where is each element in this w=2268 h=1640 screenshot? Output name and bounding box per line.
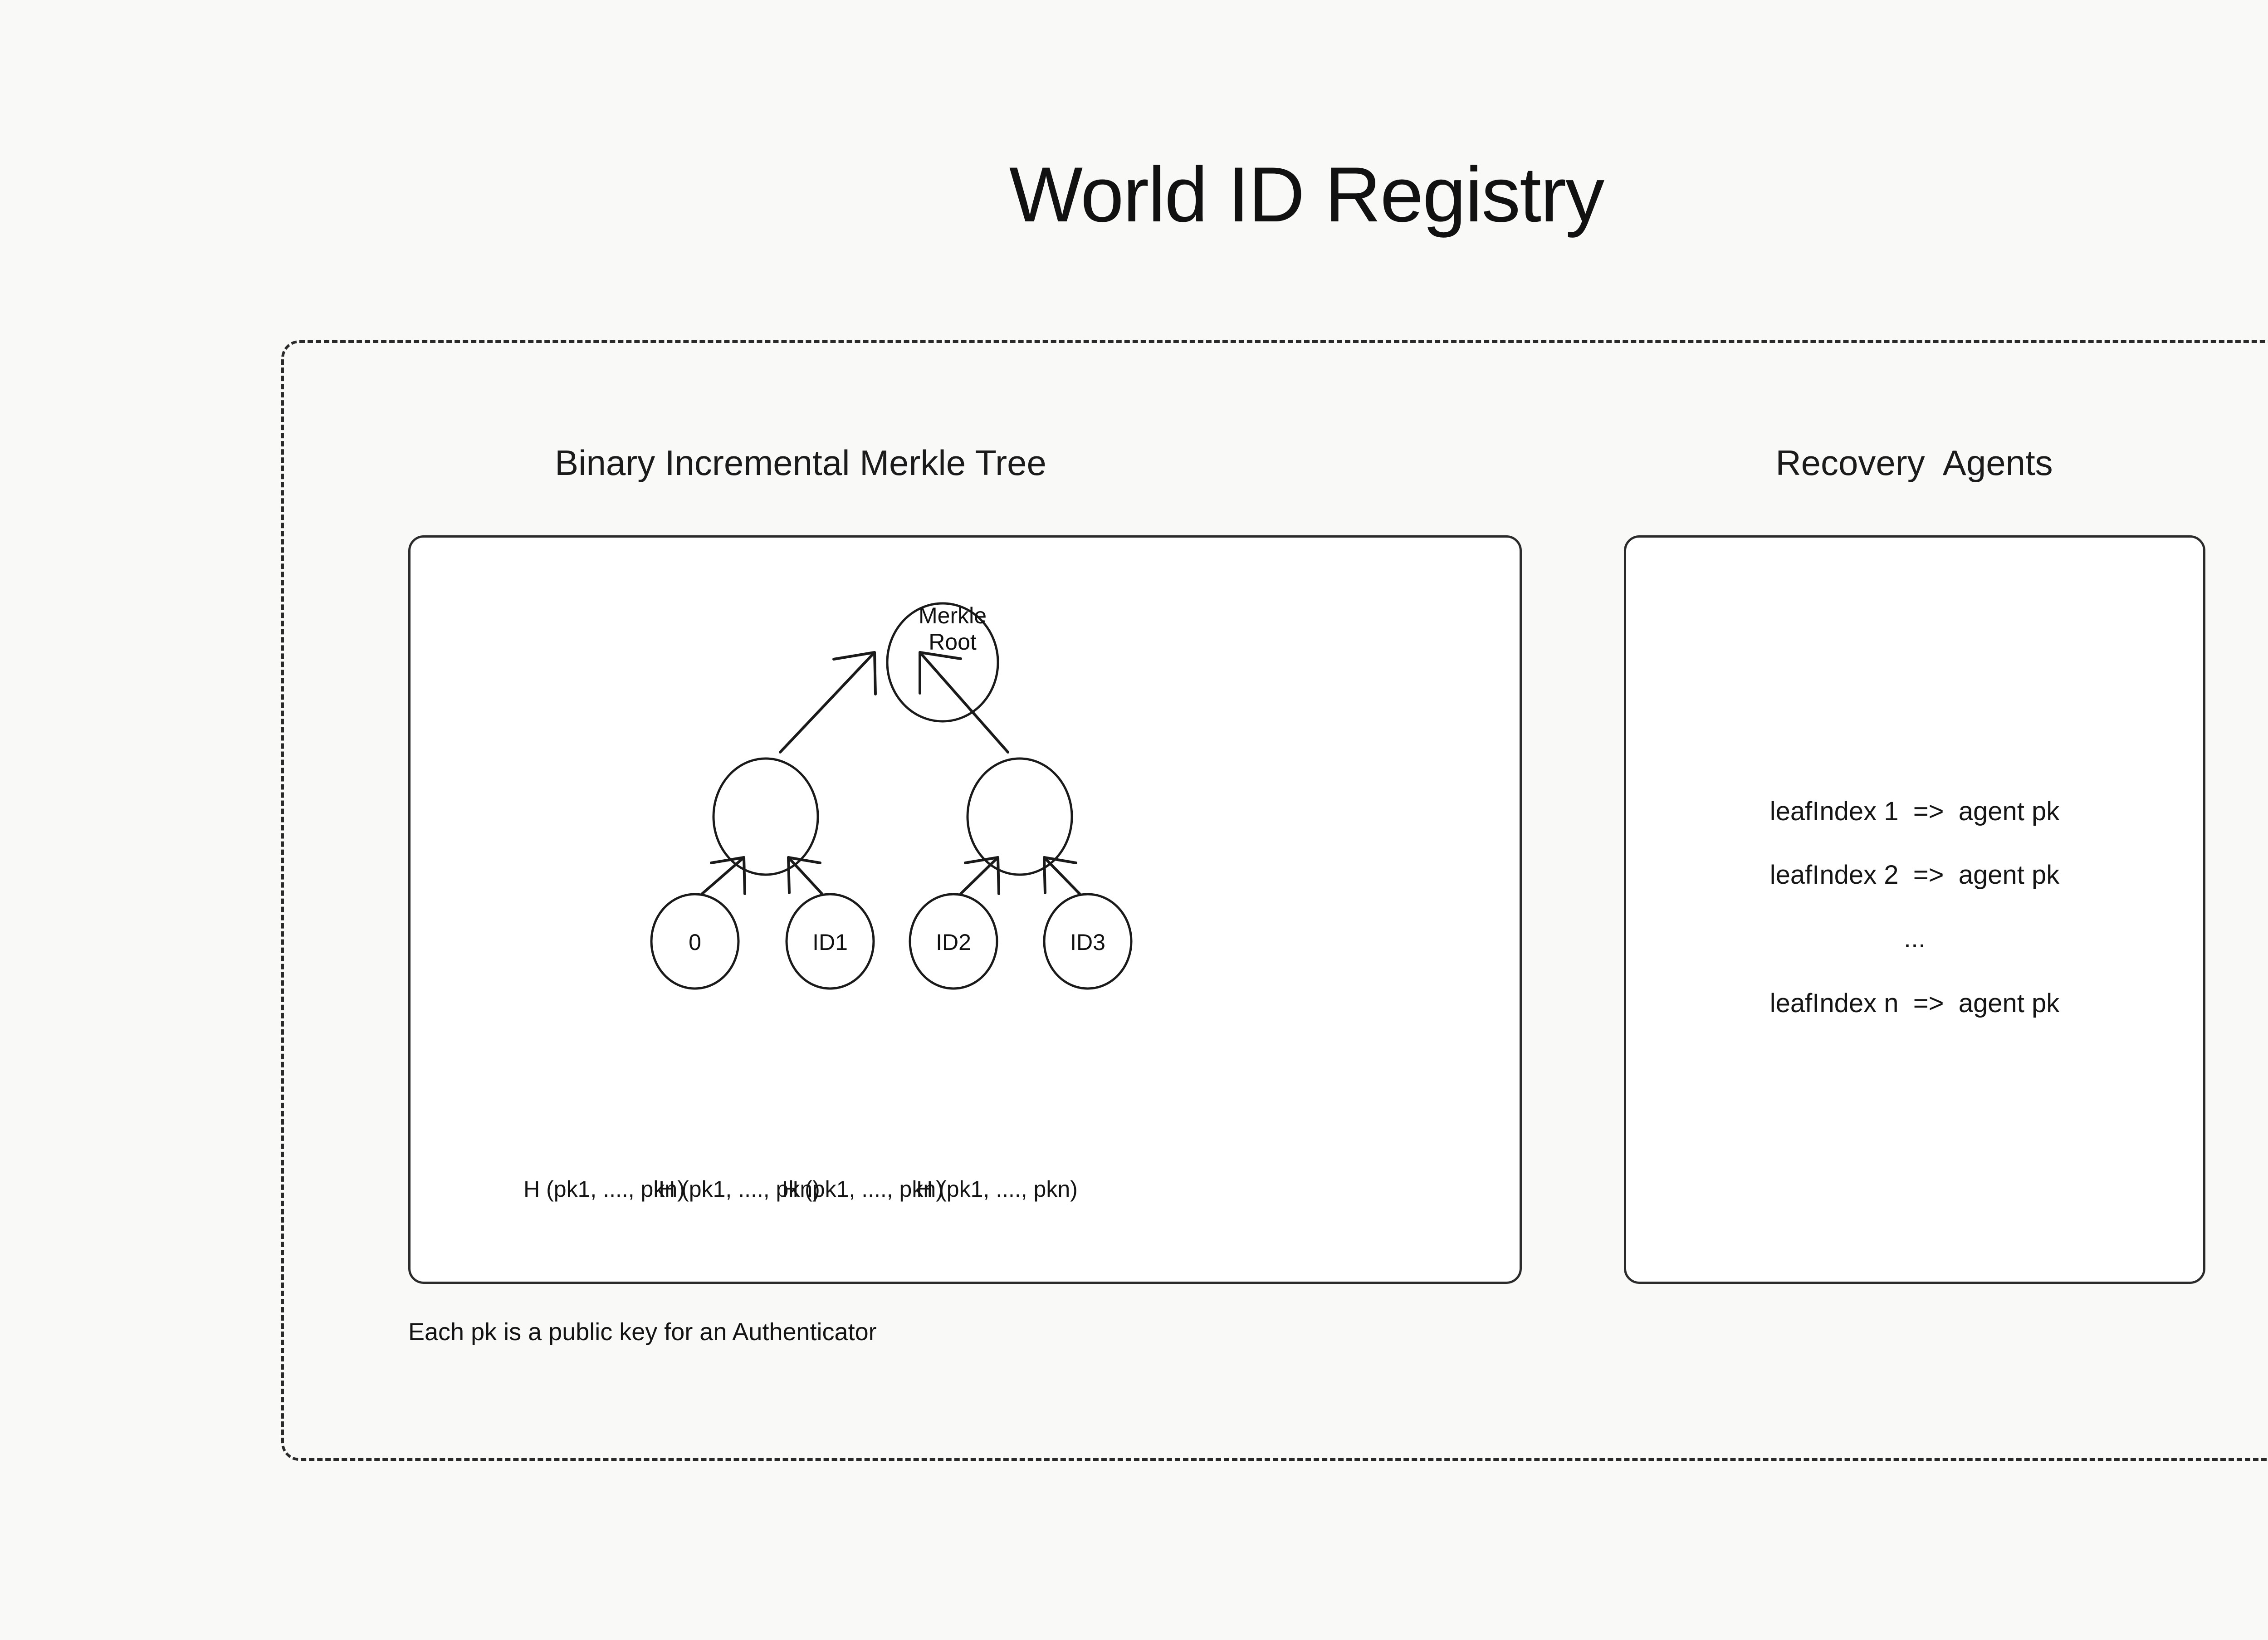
arrowhead-leaf-0-to-internal-left: [710, 856, 746, 895]
leaf-hash-label-2: H (pk1, ...., pkn): [782, 1176, 943, 1202]
arrowhead-leaf-3-to-internal-right: [1043, 856, 1077, 894]
authenticator-footnote: Each pk is a public key for an Authentic…: [408, 1318, 877, 1346]
edge-leaf-0-to-internal-left: [701, 856, 745, 895]
internal-node-left-circle: [712, 757, 819, 876]
arrowhead-internal-right-to-root: [919, 651, 962, 695]
leaf-hash-label-3: H (pk1, ...., pkn): [916, 1176, 1078, 1202]
leaf-node-1-circle: [785, 893, 875, 990]
merkle-tree-section-heading: Binary Incremental Merkle Tree: [555, 443, 1046, 483]
recovery-agent-entry-2: leafIndex 2 => agent pk: [1769, 860, 2060, 890]
arrowhead-leaf-1-to-internal-left: [787, 856, 821, 894]
leaf-hash-label-1: H (pk1, ...., pkn): [659, 1176, 820, 1202]
page-title: World ID Registry: [1009, 151, 1604, 238]
merkle-root-node-circle: [886, 602, 999, 723]
edge-internal-right-to-root: [919, 651, 1009, 754]
arrowhead-leaf-2-to-internal-right: [964, 856, 1000, 895]
registry-boundary-frame: [281, 340, 2268, 1461]
recovery-agent-ellipsis: ...: [1903, 924, 1926, 953]
arrowhead-internal-left-to-root: [832, 651, 877, 695]
edge-leaf-2-to-internal-right: [959, 856, 999, 895]
leaf-node-0-circle: [650, 893, 740, 990]
leaf-node-2-circle: [909, 893, 998, 990]
internal-node-right-circle: [966, 757, 1073, 876]
edge-leaf-3-to-internal-right: [1043, 856, 1081, 895]
recovery-agent-entry-n: leafIndex n => agent pk: [1769, 989, 2060, 1018]
merkle-tree-panel: [408, 535, 1522, 1284]
recovery-agent-entry-1: leafIndex 1 => agent pk: [1769, 797, 2060, 826]
leaf-node-3-circle: [1043, 893, 1133, 990]
leaf-hash-label-0: H (pk1, ...., pkn): [523, 1176, 685, 1202]
edge-leaf-1-to-internal-left: [787, 856, 823, 895]
recovery-agents-panel: [1624, 535, 2205, 1284]
merkle-tree-graph: [650, 602, 1133, 990]
recovery-agents-section-heading: Recovery Agents: [1775, 443, 2053, 483]
edge-internal-left-to-root: [779, 651, 876, 754]
